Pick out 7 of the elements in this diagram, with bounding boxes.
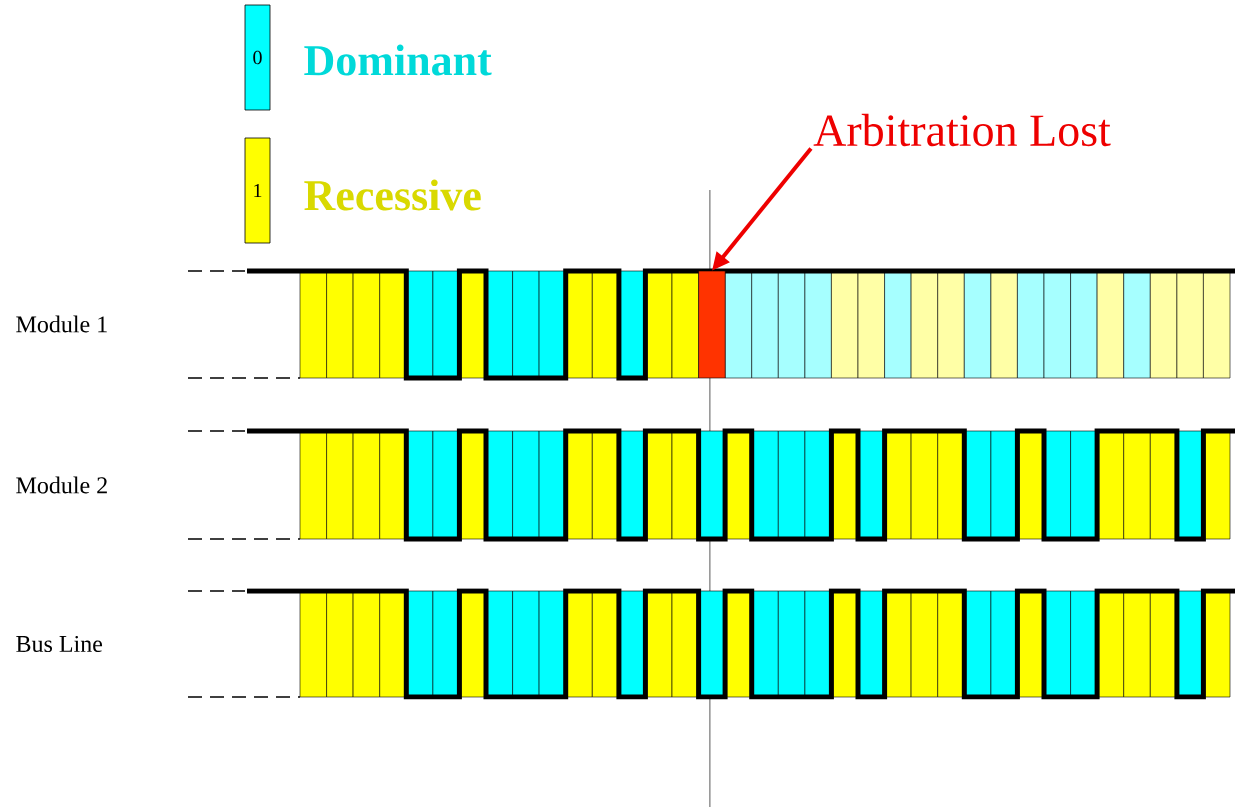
legend-label: Dominant [304,44,492,76]
row-label: Module 2 [16,476,107,494]
row-label: Bus Line [16,635,103,653]
callout-text: Arbitration Lost [813,113,1111,147]
row-label: Module 1 [16,315,107,333]
legend-label: Recessive [304,179,481,211]
lost-bit-bar [698,270,726,379]
